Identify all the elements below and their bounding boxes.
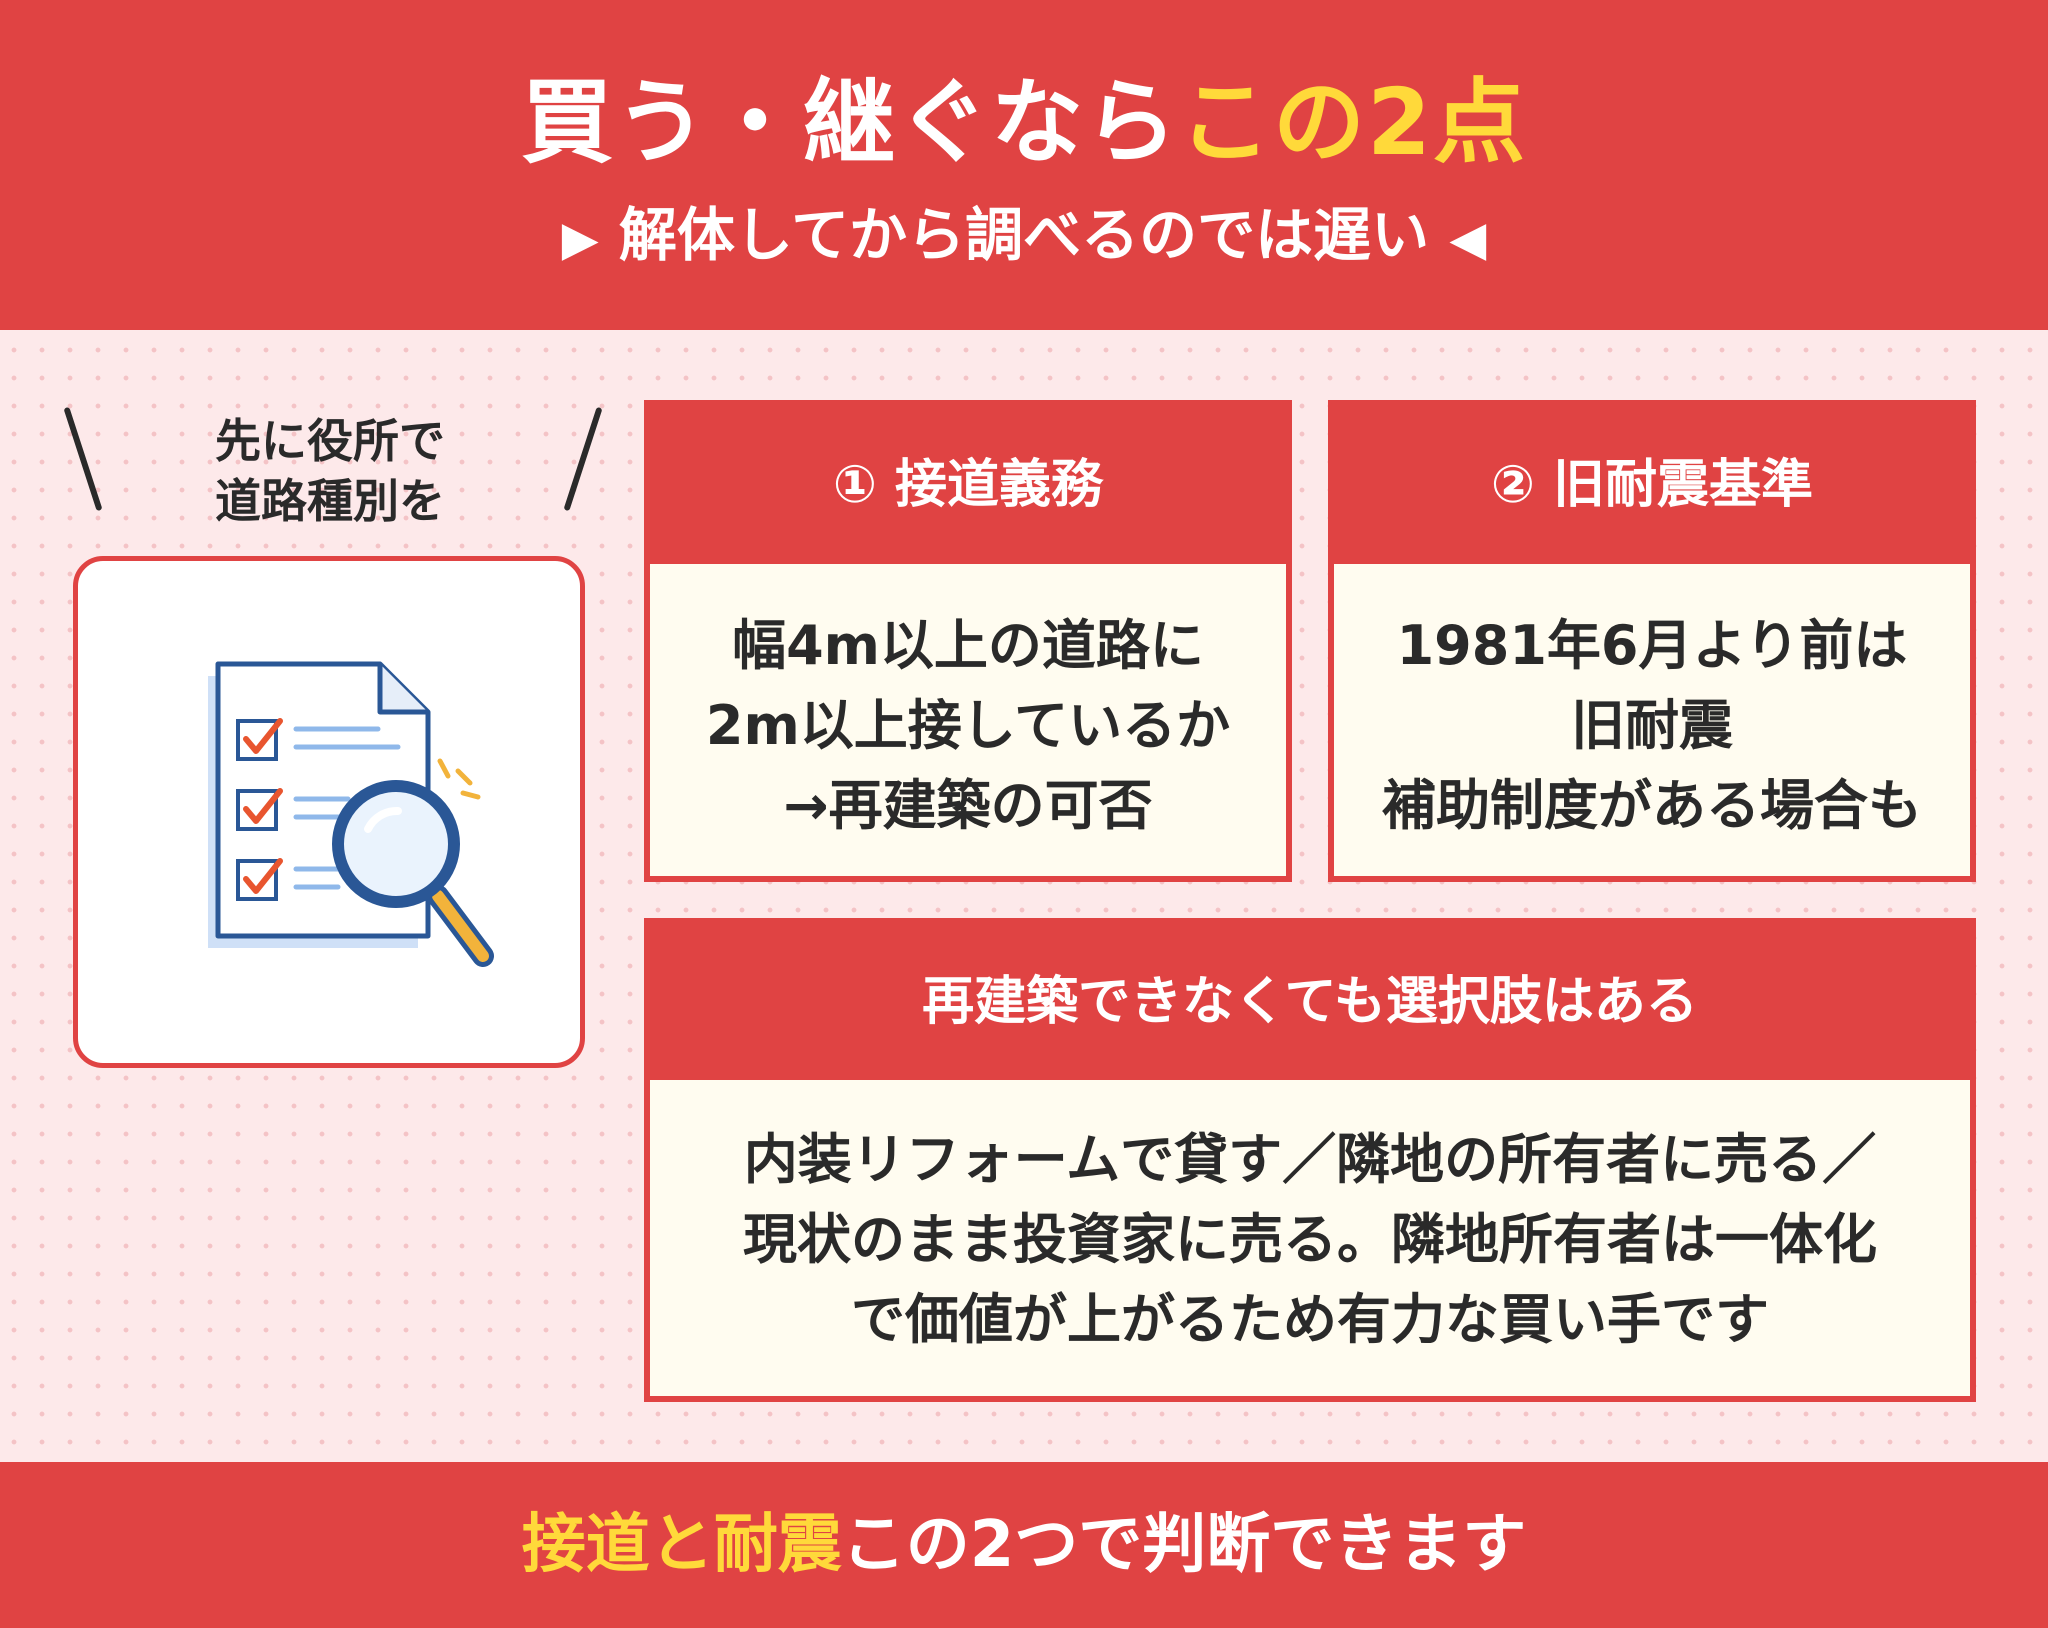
page-title: 買う・継ぐならこの2点	[0, 68, 2048, 178]
subtitle-text: 解体してから調べるのでは遅い	[618, 201, 1430, 269]
callout-text: 先に役所で 道路種別を	[130, 411, 530, 531]
card-setsudo-line-1: 幅4m以上の道路に	[732, 614, 1204, 677]
callout-line-2: 道路種別を	[215, 474, 445, 528]
card-options-line-2: 現状のまま投資家に売る。隣地所有者は一体化	[743, 1208, 1877, 1271]
card-kyutaishin-title: ② 旧耐震基準	[1334, 406, 1970, 564]
card-options-title: 再建築できなくても選択肢はある	[650, 924, 1970, 1080]
title-main: 買う・継ぐなら	[520, 69, 1179, 176]
card-setsudo-body: 幅4m以上の道路に 2m以上接しているか →再建築の可否	[650, 606, 1286, 846]
footer-connector: と	[649, 1508, 714, 1582]
card-kyutaishin-line-2: 旧耐震	[1571, 694, 1733, 757]
title-highlight: この2点	[1179, 69, 1528, 176]
card-options-body: 内装リフォームで貸す／隣地の所有者に売る／ 現状のまま投資家に売る。隣地所有者は…	[650, 1120, 1970, 1360]
footer-text: この2つで判断できます	[841, 1508, 1527, 1582]
footer-highlight-taishin: 耐震	[713, 1508, 842, 1582]
page-subtitle: ▶ 解体してから調べるのでは遅い ◀	[0, 200, 2048, 274]
card-kyutaishin-line-3: 補助制度がある場合も	[1382, 774, 1922, 837]
card-setsudo-line-2: 2m以上接しているか	[705, 694, 1231, 757]
card-options-line-1: 内装リフォームで貸す／隣地の所有者に売る／	[743, 1128, 1877, 1191]
document-search-icon	[208, 661, 494, 967]
illustration-box	[73, 556, 585, 1068]
footer-banner: 接道と耐震この2つで判断できます	[0, 1462, 2048, 1628]
triangle-right-icon: ▶	[561, 211, 599, 267]
card-options-line-3: で価値が上がるため有力な買い手です	[851, 1288, 1769, 1351]
card-kyutaishin: ② 旧耐震基準 1981年6月より前は 旧耐震 補助制度がある場合も	[1328, 400, 1976, 882]
slash-left-mark	[63, 406, 103, 512]
footer-highlight-setsudo: 接道	[521, 1508, 650, 1582]
callout: 先に役所で 道路種別を	[50, 405, 610, 535]
card-kyutaishin-body: 1981年6月より前は 旧耐震 補助制度がある場合も	[1334, 606, 1970, 846]
card-setsudo-title: ① 接道義務	[650, 406, 1286, 564]
card-setsudo-line-3: →再建築の可否	[783, 774, 1153, 837]
header-banner: 買う・継ぐならこの2点 ▶ 解体してから調べるのでは遅い ◀	[0, 0, 2048, 330]
callout-line-1: 先に役所で	[215, 414, 445, 468]
triangle-left-icon: ◀	[1449, 211, 1487, 267]
card-kyutaishin-line-1: 1981年6月より前は	[1396, 614, 1908, 677]
card-options: 再建築できなくても選択肢はある 内装リフォームで貸す／隣地の所有者に売る／ 現状…	[644, 918, 1976, 1402]
card-setsudo: ① 接道義務 幅4m以上の道路に 2m以上接しているか →再建築の可否	[644, 400, 1292, 882]
slash-right-mark	[563, 406, 603, 512]
